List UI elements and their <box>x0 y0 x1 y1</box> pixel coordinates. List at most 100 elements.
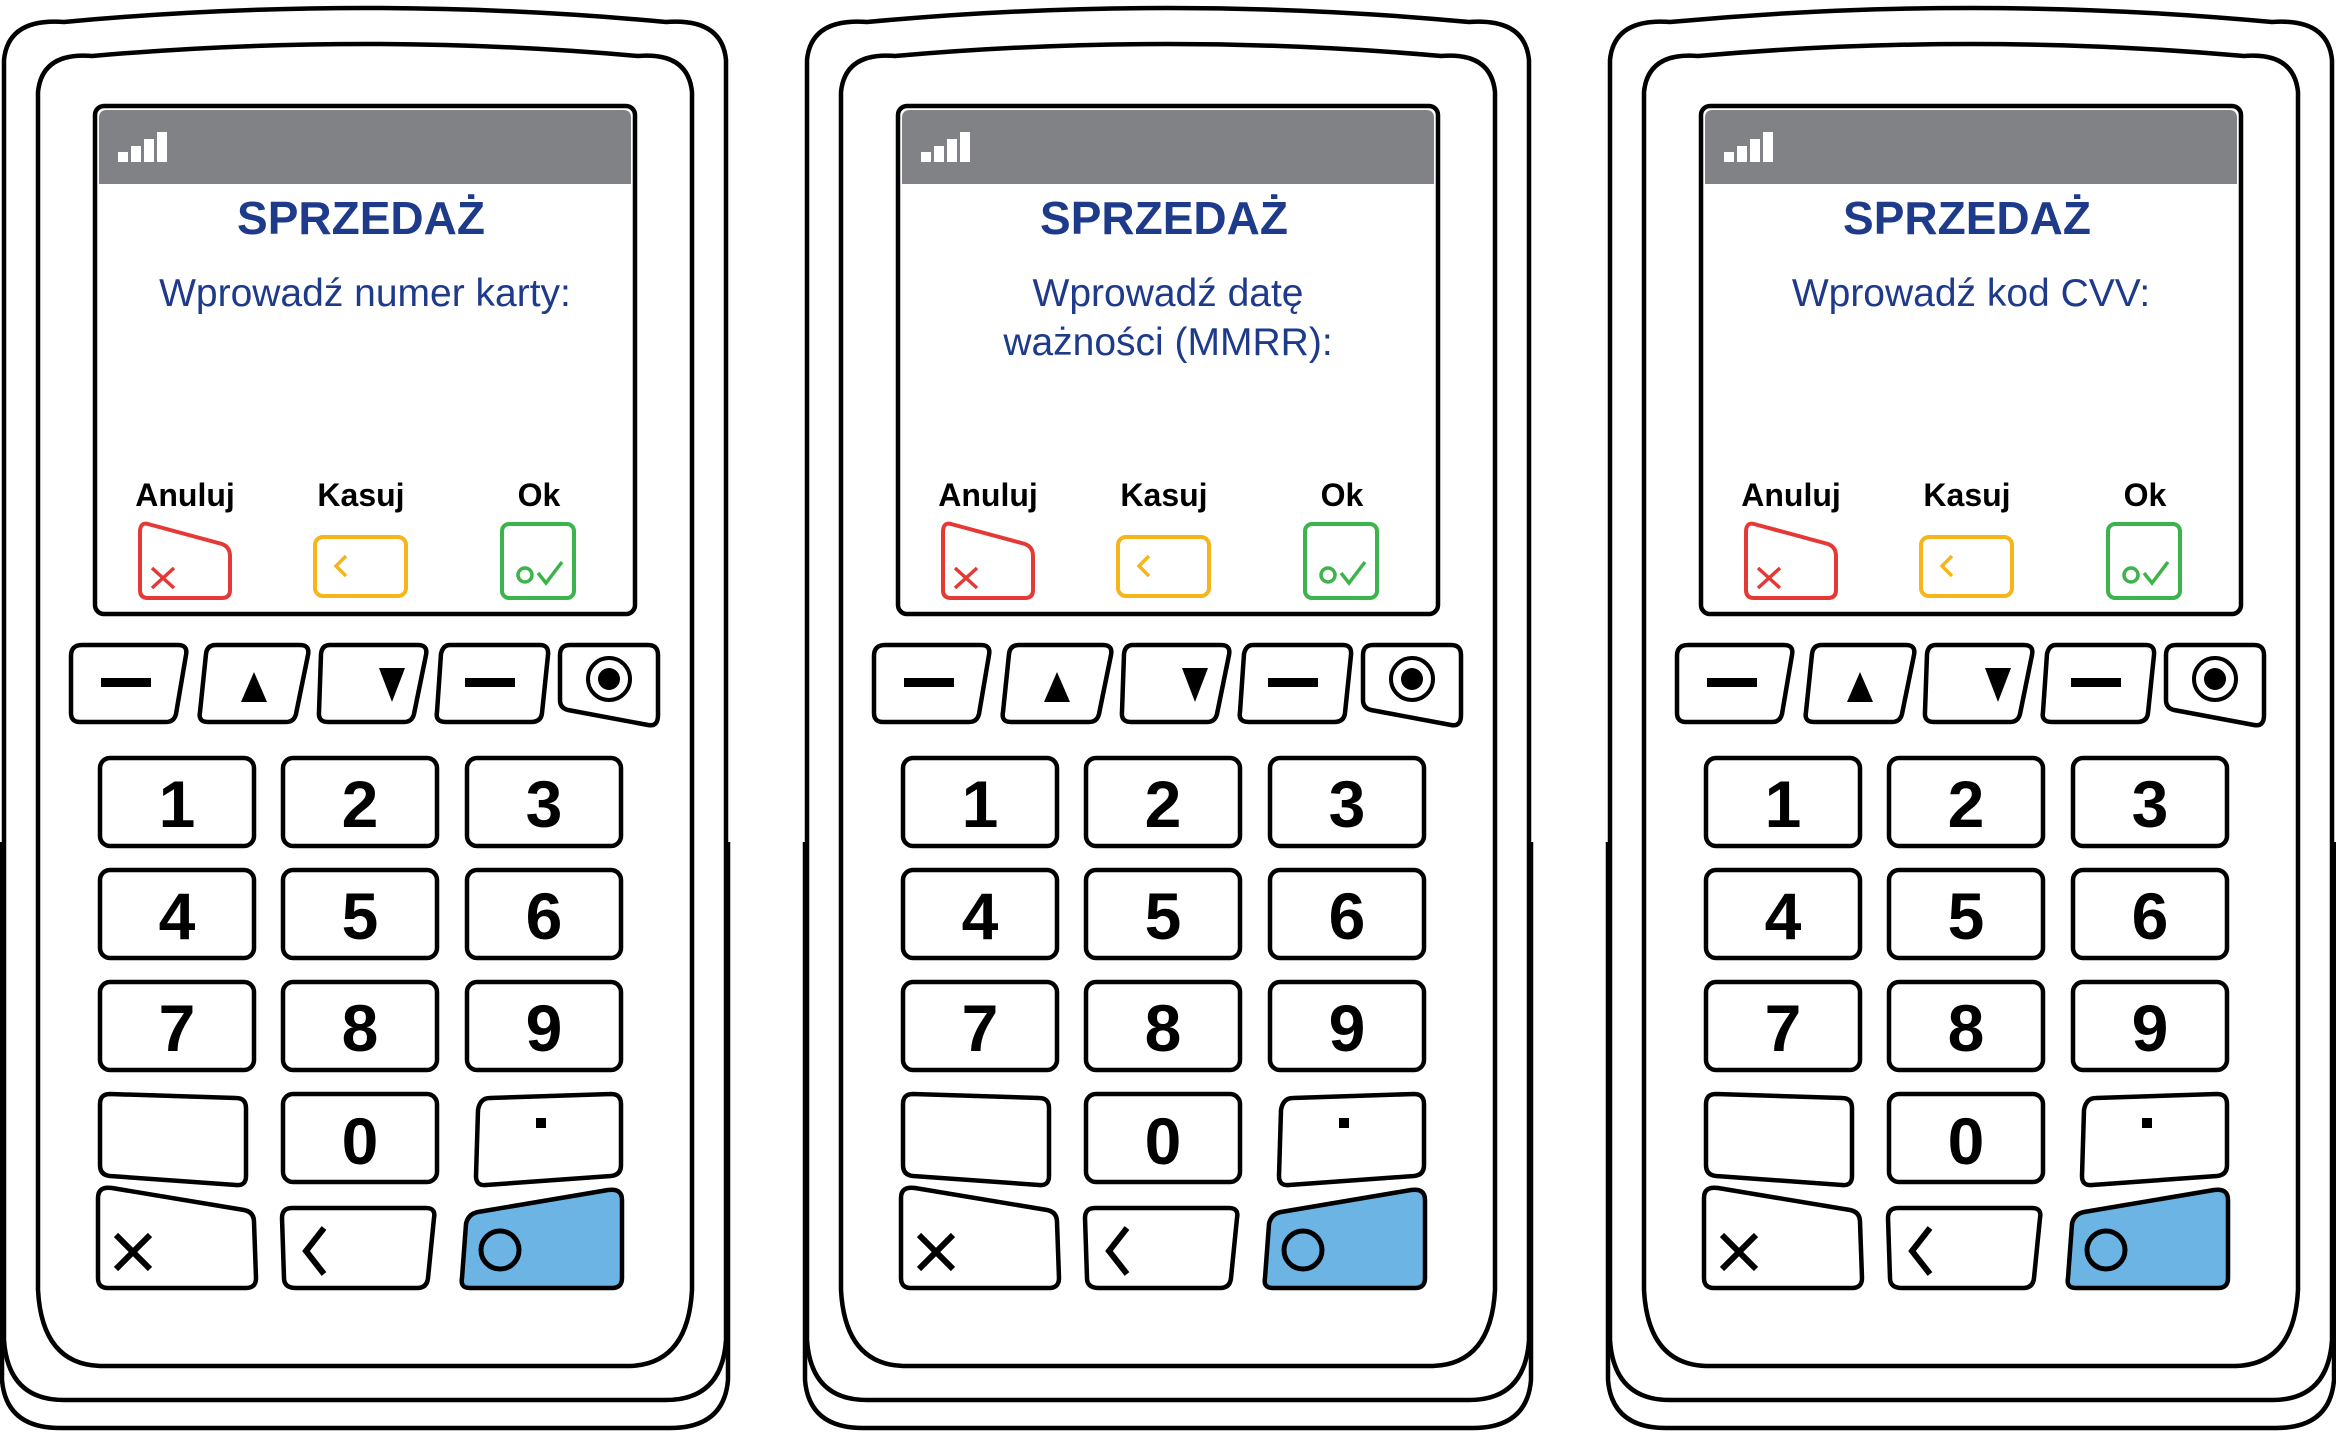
ok-check-icon[interactable] <box>500 522 576 600</box>
digit-key-label: 4 <box>1765 879 1802 953</box>
arrow-up-icon <box>1847 672 1873 702</box>
digit-key-5[interactable]: 5 <box>280 867 440 961</box>
confirm-circle-icon[interactable] <box>459 1187 625 1291</box>
softkey-cancel-label: Anuluj <box>938 477 1038 513</box>
signal-bar <box>144 139 154 162</box>
digit-key-outline <box>464 979 624 1073</box>
digit-key-1[interactable]: 1 <box>97 755 257 849</box>
minus-left-icon <box>1707 678 1757 687</box>
power-icon <box>2192 656 2238 702</box>
digit-key-8[interactable]: 8 <box>1886 979 2046 1073</box>
digit-key-label: 3 <box>2132 767 2169 841</box>
cancel-x-icon[interactable] <box>138 521 232 600</box>
cancel-key-outline <box>941 521 1035 600</box>
digit-key-label: 3 <box>1329 767 1366 841</box>
digit-key-3[interactable]: 3 <box>1267 755 1427 849</box>
ok-check-icon[interactable] <box>1303 522 1379 600</box>
blank-key[interactable] <box>97 1091 249 1188</box>
signal-bar <box>1763 132 1773 162</box>
digit-key-3[interactable]: 3 <box>2070 755 2230 849</box>
backspace-icon[interactable] <box>1116 535 1211 598</box>
signal-bar <box>1724 152 1734 162</box>
dot-key-outline <box>473 1091 624 1188</box>
status-bar <box>1705 110 2237 184</box>
digit-key-5[interactable]: 5 <box>1886 867 2046 961</box>
confirm-circle-icon[interactable] <box>1262 1187 1428 1291</box>
digit-key-2[interactable]: 2 <box>1886 755 2046 849</box>
digit-key-outline <box>280 1091 440 1185</box>
digit-key-outline <box>1886 755 2046 849</box>
digit-key-7[interactable]: 7 <box>1703 979 1863 1073</box>
digit-key-7[interactable]: 7 <box>97 979 257 1073</box>
digit-key-label: 1 <box>962 767 999 841</box>
cancel-x-icon[interactable] <box>941 521 1035 600</box>
backspace-chevron-icon[interactable] <box>1885 1205 2043 1291</box>
blank-key[interactable] <box>1703 1091 1855 1188</box>
digit-key-1[interactable]: 1 <box>900 755 1060 849</box>
signal-bar <box>131 146 141 162</box>
digit-key-9[interactable]: 9 <box>1267 979 1427 1073</box>
digit-key-9[interactable]: 9 <box>2070 979 2230 1073</box>
digit-key-4[interactable]: 4 <box>900 867 1060 961</box>
confirm-circle-icon[interactable] <box>2065 1187 2231 1291</box>
clear-chevron-mark <box>1939 554 1954 578</box>
digit-key-4[interactable]: 4 <box>1703 867 1863 961</box>
digit-key-outline <box>2070 755 2230 849</box>
digit-key-outline <box>1886 1091 2046 1185</box>
signal-strength-icon <box>118 132 167 162</box>
nav-key-down[interactable] <box>316 642 429 725</box>
digit-key-label: 5 <box>1145 879 1182 953</box>
digit-key-6[interactable]: 6 <box>2070 867 2230 961</box>
digit-key-0[interactable]: 0 <box>280 1091 440 1185</box>
digit-key-9[interactable]: 9 <box>464 979 624 1073</box>
arrow-up-icon <box>241 672 267 702</box>
backspace-chevron-icon[interactable] <box>1082 1205 1240 1291</box>
cancel-x-icon[interactable] <box>95 1185 259 1291</box>
backspace-icon[interactable] <box>313 535 408 598</box>
digit-key-outline <box>1703 979 1863 1073</box>
dot-key[interactable] <box>473 1091 624 1188</box>
digit-key-5[interactable]: 5 <box>1083 867 1243 961</box>
nav-key-down[interactable] <box>1119 642 1232 725</box>
cancel-x-icon[interactable] <box>1701 1185 1865 1291</box>
backspace-chevron-icon[interactable] <box>279 1205 437 1291</box>
digit-key-outline <box>900 979 1060 1073</box>
digit-key-8[interactable]: 8 <box>1083 979 1243 1073</box>
cancel-x-icon[interactable] <box>1744 521 1838 600</box>
nav-key-down[interactable] <box>1922 642 2035 725</box>
ok-key-outline <box>500 522 576 600</box>
signal-bar <box>118 152 128 162</box>
digit-key-outline <box>1083 867 1243 961</box>
digit-key-outline <box>97 979 257 1073</box>
power-ring <box>586 656 632 702</box>
digit-key-2[interactable]: 2 <box>280 755 440 849</box>
digit-key-2[interactable]: 2 <box>1083 755 1243 849</box>
digit-key-label: 7 <box>962 991 999 1065</box>
digit-key-7[interactable]: 7 <box>900 979 1060 1073</box>
digit-key-1[interactable]: 1 <box>1703 755 1863 849</box>
arrow-up-icon <box>1044 672 1070 702</box>
digit-key-0[interactable]: 0 <box>1886 1091 2046 1185</box>
dot-key[interactable] <box>1276 1091 1427 1188</box>
cancel-key-outline <box>95 1185 259 1291</box>
dot-key[interactable] <box>2079 1091 2230 1188</box>
digit-key-4[interactable]: 4 <box>97 867 257 961</box>
backspace-icon[interactable] <box>1919 535 2014 598</box>
blank-key[interactable] <box>900 1091 1052 1188</box>
digit-key-3[interactable]: 3 <box>464 755 624 849</box>
digit-key-label: 0 <box>1948 1104 1985 1178</box>
cancel-x-mark <box>1756 566 1782 590</box>
digit-key-label: 2 <box>1948 767 1985 841</box>
arrow-down-icon <box>379 668 405 702</box>
digit-key-0[interactable]: 0 <box>1083 1091 1243 1185</box>
cancel-x-icon[interactable] <box>898 1185 1062 1291</box>
digit-key-6[interactable]: 6 <box>464 867 624 961</box>
screen-prompt-line: Wprowadź datę <box>1033 272 1304 315</box>
digit-key-label: 2 <box>342 767 379 841</box>
digit-key-6[interactable]: 6 <box>1267 867 1427 961</box>
ok-check-icon[interactable] <box>2106 522 2182 600</box>
cancel-x-mark <box>113 1232 153 1272</box>
digit-key-8[interactable]: 8 <box>280 979 440 1073</box>
